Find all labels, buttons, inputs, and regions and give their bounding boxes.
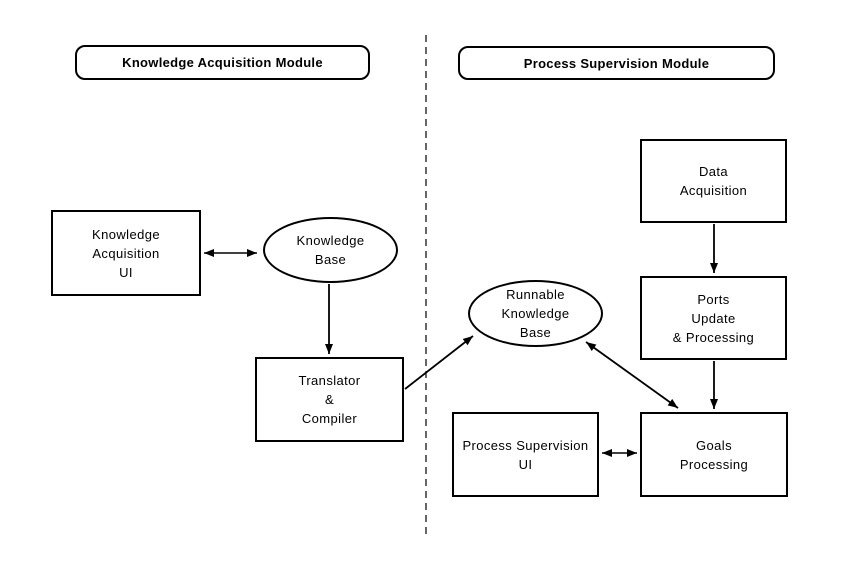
node-knowledge-acquisition-ui: Knowledge Acquisition UI <box>51 210 201 296</box>
module-title-label: Knowledge Acquisition Module <box>122 55 323 70</box>
module-title-knowledge-acquisition: Knowledge Acquisition Module <box>75 45 370 80</box>
node-goals-processing: Goals Processing <box>640 412 788 497</box>
node-label: Knowledge Base <box>296 233 365 267</box>
node-translator-compiler: Translator & Compiler <box>255 357 404 442</box>
node-runnable-knowledge-base: Runnable Knowledge Base <box>468 280 603 347</box>
node-data-acquisition: Data Acquisition <box>640 139 787 223</box>
node-label: Runnable Knowledge Base <box>501 287 570 340</box>
node-knowledge-base: Knowledge Base <box>263 217 398 283</box>
node-label: Ports Update & Processing <box>672 291 755 345</box>
node-process-supervision-ui: Process Supervision UI <box>452 412 599 497</box>
node-label: Process Supervision UI <box>462 437 589 472</box>
node-ports-update-processing: Ports Update & Processing <box>640 276 787 360</box>
edge-translator-runnable-kb <box>404 335 474 390</box>
node-label: Data Acquisition <box>679 164 748 198</box>
node-label: Goals Processing <box>679 437 749 472</box>
node-label: Knowledge Acquisition UI <box>92 226 160 280</box>
module-title-process-supervision: Process Supervision Module <box>458 46 775 80</box>
module-title-label: Process Supervision Module <box>523 55 710 71</box>
edge-runnable-kb-goals <box>585 341 679 409</box>
node-label: Translator & Compiler <box>298 373 361 426</box>
